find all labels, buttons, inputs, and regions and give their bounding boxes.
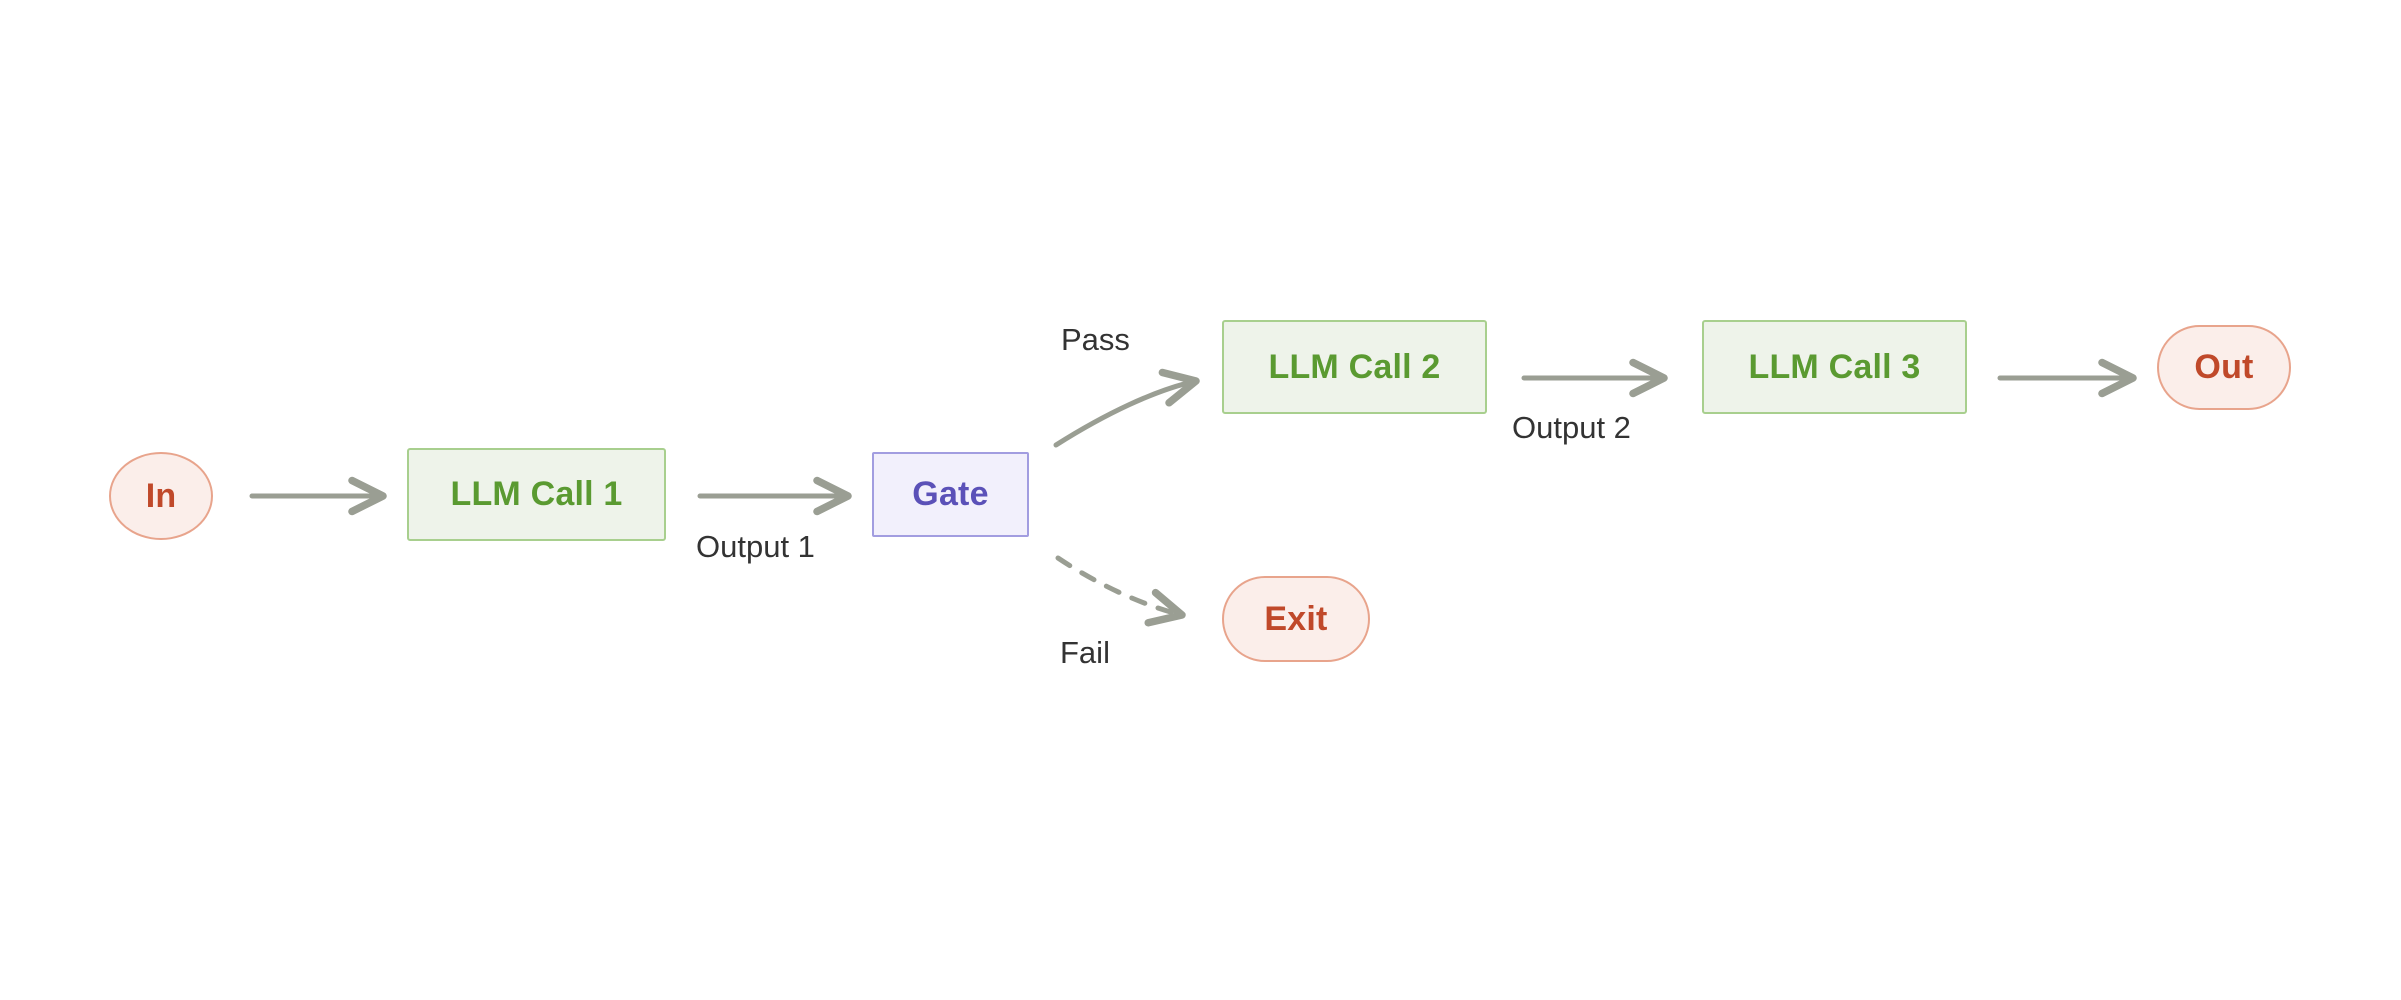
node-in[interactable]: In xyxy=(109,452,213,540)
node-llm-call-1[interactable]: LLM Call 1 xyxy=(407,448,666,541)
node-out[interactable]: Out xyxy=(2157,325,2291,410)
edge-label-output-2: Output 2 xyxy=(1512,410,1631,445)
edge-label-fail: Fail xyxy=(1060,635,1110,670)
node-llm-call-3[interactable]: LLM Call 3 xyxy=(1702,320,1967,414)
edge-label-pass: Pass xyxy=(1061,322,1130,357)
edge-gate-to-exit xyxy=(1055,555,1186,627)
node-llm-call-2[interactable]: LLM Call 2 xyxy=(1222,320,1487,414)
edge-label-output-1: Output 1 xyxy=(696,529,815,564)
node-exit[interactable]: Exit xyxy=(1222,576,1370,662)
node-gate[interactable]: Gate xyxy=(872,452,1029,537)
edge-gate-to-llm-call-2 xyxy=(1053,368,1200,448)
